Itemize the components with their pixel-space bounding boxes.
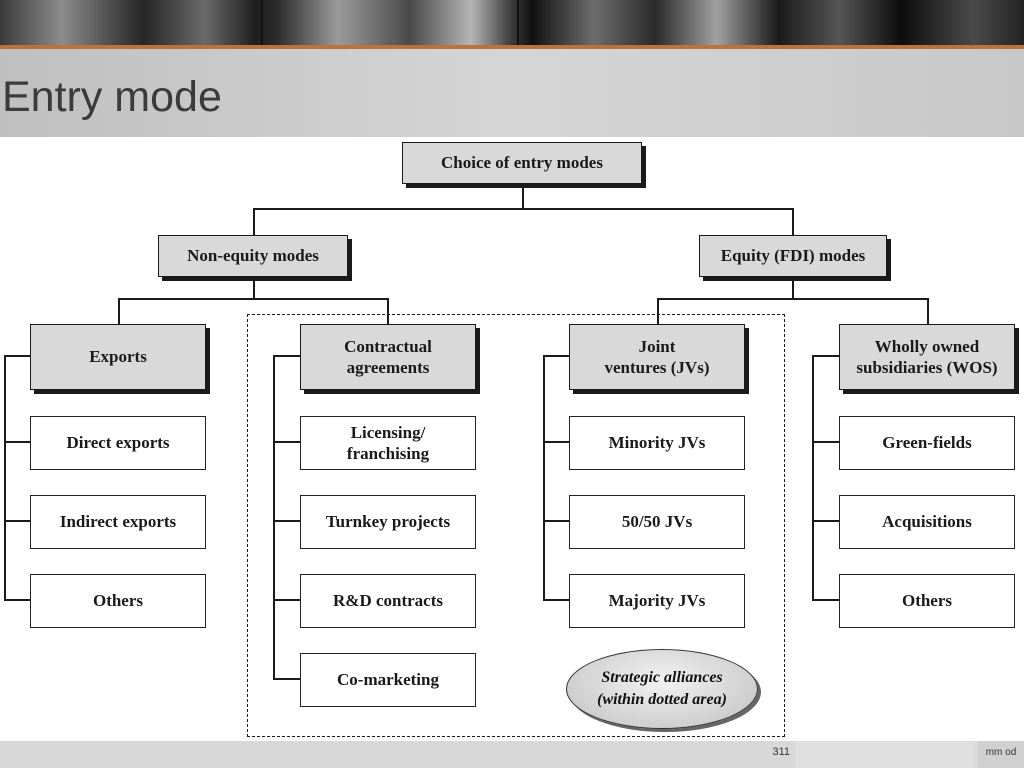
leaf-node-label: Licensing/ franchising bbox=[346, 422, 430, 463]
title-bar bbox=[0, 49, 1024, 137]
connector-line bbox=[927, 298, 929, 324]
strategic-alliances-label-line1: Strategic alliances bbox=[601, 669, 723, 687]
connector-line bbox=[812, 355, 814, 601]
exports-node-label: Exports bbox=[89, 347, 147, 367]
connector-line bbox=[273, 599, 300, 601]
footer-bar: 311 mm od bbox=[0, 741, 1024, 768]
wos-node-label-line2: subsidiaries (WOS) bbox=[856, 358, 998, 377]
connector-line bbox=[812, 355, 839, 357]
connector-line bbox=[118, 298, 389, 300]
leaf-node-label: Others bbox=[901, 591, 953, 611]
leaf-node: 50/50 JVs bbox=[569, 495, 745, 549]
connector-line bbox=[522, 184, 524, 208]
connector-line bbox=[253, 208, 255, 236]
contractual-node-label-line1: Contractual bbox=[344, 336, 432, 356]
leaf-node: Green-fields bbox=[839, 416, 1015, 470]
connector-line bbox=[253, 208, 794, 210]
connector-line bbox=[812, 599, 839, 601]
leaf-node: Licensing/ franchising bbox=[300, 416, 476, 470]
connector-line bbox=[4, 355, 30, 357]
connector-line bbox=[4, 441, 30, 443]
slide-title: Entry mode bbox=[2, 73, 222, 121]
strategic-alliances-label-line2: (within dotted area) bbox=[597, 691, 727, 708]
non-equity-node-label: Non-equity modes bbox=[187, 246, 319, 266]
leaf-node: Majority JVs bbox=[569, 574, 745, 628]
leaf-node: Turnkey projects bbox=[300, 495, 476, 549]
footer-segment bbox=[0, 741, 795, 768]
leaf-node: Indirect exports bbox=[30, 495, 206, 549]
connector-line bbox=[543, 355, 570, 357]
leaf-node: Direct exports bbox=[30, 416, 206, 470]
header-accent-rule bbox=[0, 45, 1024, 49]
wos-node-label-line1: Wholly owned bbox=[874, 336, 980, 356]
connector-line bbox=[543, 441, 570, 443]
leaf-node-label: Co-marketing bbox=[337, 670, 439, 690]
connector-line bbox=[387, 298, 389, 324]
connector-line bbox=[543, 599, 570, 601]
connector-line bbox=[792, 278, 794, 299]
footer-segment bbox=[978, 741, 1024, 768]
header-banner-image bbox=[0, 0, 1024, 45]
connector-line bbox=[273, 441, 300, 443]
contractual-node: Contractual agreements bbox=[300, 324, 476, 390]
connector-line bbox=[657, 298, 659, 324]
connector-line bbox=[657, 298, 929, 300]
leaf-node: R&D contracts bbox=[300, 574, 476, 628]
wos-node: Wholly owned subsidiaries (WOS) bbox=[839, 324, 1015, 390]
joint-ventures-node-label-line2: ventures (JVs) bbox=[604, 358, 710, 377]
connector-line bbox=[118, 298, 120, 324]
footer-note: mm od bbox=[985, 747, 1017, 758]
leaf-node: Others bbox=[30, 574, 206, 628]
leaf-node-label: 50/50 JVs bbox=[621, 512, 693, 532]
root-node-label: Choice of entry modes bbox=[441, 153, 603, 173]
connector-line bbox=[273, 678, 300, 680]
connector-line bbox=[4, 599, 30, 601]
leaf-node: Others bbox=[839, 574, 1015, 628]
connector-line bbox=[4, 520, 30, 522]
leaf-node-label: R&D contracts bbox=[333, 591, 443, 611]
equity-node: Equity (FDI) modes bbox=[699, 235, 887, 277]
connector-line bbox=[253, 278, 255, 299]
connector-line bbox=[812, 441, 839, 443]
leaf-node-label: Minority JVs bbox=[608, 433, 706, 453]
joint-ventures-node: Joint ventures (JVs) bbox=[569, 324, 745, 390]
leaf-node: Co-marketing bbox=[300, 653, 476, 707]
leaf-node-label: Acquisitions bbox=[882, 512, 972, 532]
page-number: 311 bbox=[772, 746, 790, 758]
connector-line bbox=[543, 355, 545, 601]
exports-node: Exports bbox=[30, 324, 206, 390]
strategic-alliances-badge: Strategic alliances (within dotted area) bbox=[566, 649, 758, 729]
leaf-node-label: Direct exports bbox=[66, 433, 170, 453]
non-equity-node: Non-equity modes bbox=[158, 235, 348, 277]
leaf-node-label: Others bbox=[92, 591, 144, 611]
connector-line bbox=[273, 355, 300, 357]
connector-line bbox=[812, 520, 839, 522]
root-node: Choice of entry modes bbox=[402, 142, 642, 184]
connector-line bbox=[543, 520, 570, 522]
leaf-node-label: Indirect exports bbox=[59, 512, 177, 532]
connector-line bbox=[4, 355, 6, 601]
leaf-node: Minority JVs bbox=[569, 416, 745, 470]
connector-line bbox=[273, 355, 275, 680]
footer-segment bbox=[799, 741, 974, 768]
leaf-node-label: Green-fields bbox=[882, 433, 972, 453]
connector-line bbox=[792, 208, 794, 236]
leaf-node: Acquisitions bbox=[839, 495, 1015, 549]
leaf-node-label: Turnkey projects bbox=[325, 512, 451, 532]
leaf-node-label: Majority JVs bbox=[608, 591, 706, 611]
contractual-node-label-line2: agreements bbox=[346, 358, 430, 377]
banner-divider bbox=[517, 0, 519, 45]
joint-ventures-node-label-line1: Joint bbox=[638, 336, 676, 356]
connector-line bbox=[273, 520, 300, 522]
equity-node-label: Equity (FDI) modes bbox=[720, 246, 866, 266]
strategic-alliance-area bbox=[247, 314, 785, 737]
banner-divider bbox=[261, 0, 263, 45]
entry-mode-diagram: Choice of entry modes Non-equity modes E… bbox=[0, 137, 1024, 740]
